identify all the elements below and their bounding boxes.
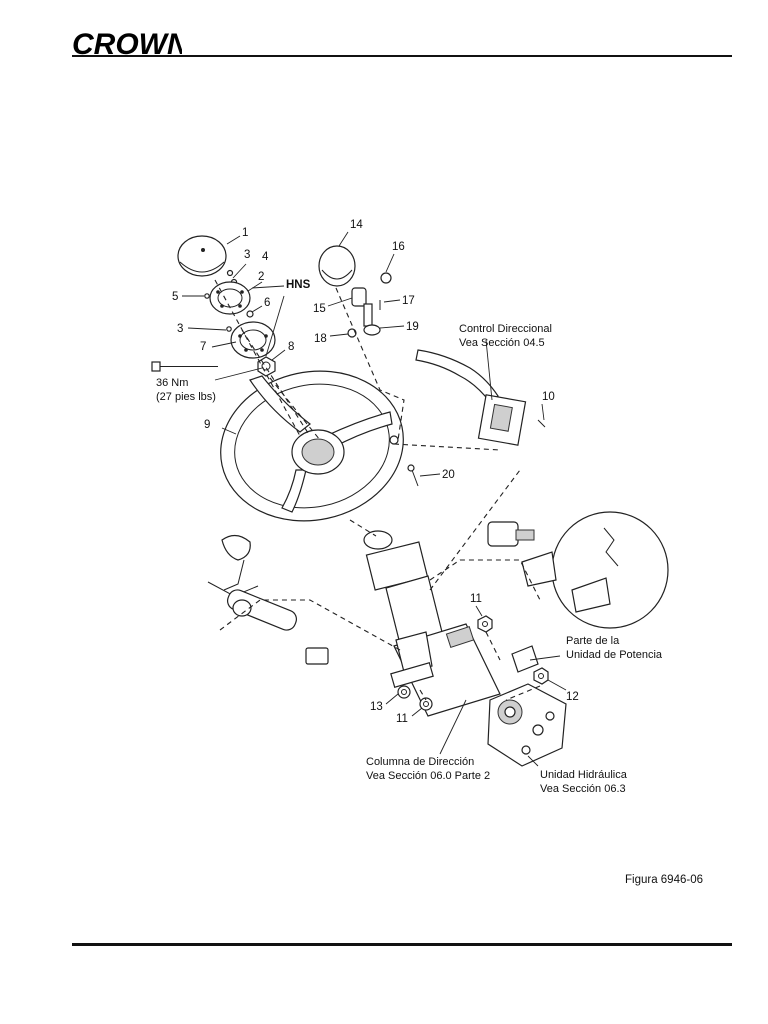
screw bbox=[204, 293, 210, 299]
spinner-knob bbox=[318, 245, 392, 338]
fastener-11-top bbox=[477, 615, 493, 633]
callout-10: 10 bbox=[542, 391, 555, 403]
bolt bbox=[151, 361, 218, 372]
hydraulic-label: Unidad Hidráulica bbox=[540, 769, 628, 781]
callout-3: 3 bbox=[244, 249, 250, 261]
hub-plate bbox=[209, 281, 251, 315]
callout-8: 8 bbox=[288, 341, 294, 353]
fastener-13 bbox=[397, 685, 411, 699]
callout-2: 2 bbox=[258, 271, 264, 283]
callout-17: 17 bbox=[402, 295, 415, 307]
screw bbox=[226, 269, 234, 277]
figure-caption: Figura 6946-06 bbox=[625, 874, 703, 886]
header-rule bbox=[72, 55, 732, 57]
callout-6: 6 bbox=[264, 297, 270, 309]
callout-9: 9 bbox=[204, 419, 210, 431]
callout-5: 5 bbox=[172, 291, 178, 303]
callout-1: 1 bbox=[242, 227, 248, 239]
control-ref: Vea Sección 04.5 bbox=[459, 337, 545, 349]
torque-nm: 36 Nm bbox=[156, 377, 188, 389]
footer-rule bbox=[72, 943, 732, 946]
hydraulic-unit bbox=[487, 683, 567, 767]
contact-plate bbox=[230, 321, 276, 359]
bracket bbox=[511, 645, 539, 673]
callout-19: 19 bbox=[406, 321, 419, 333]
nut-12 bbox=[533, 667, 549, 685]
wiring-harness bbox=[207, 534, 329, 665]
callout-hns: HNS bbox=[286, 279, 311, 291]
routing-lines bbox=[214, 279, 541, 701]
callout-12: 12 bbox=[566, 691, 579, 703]
crown-logo: CROWN bbox=[72, 28, 182, 60]
column-label: Columna de Dirección bbox=[366, 756, 474, 768]
callout-11-bottom: 11 bbox=[396, 713, 408, 725]
horn-cap bbox=[177, 235, 227, 277]
hydraulic-ref: Vea Sección 06.3 bbox=[540, 783, 626, 795]
power-ref: Unidad de Potencia bbox=[566, 649, 663, 661]
control-label: Control Direccional bbox=[459, 323, 552, 335]
callout-14: 14 bbox=[350, 219, 363, 231]
torque-lbs: (27 pies lbs) bbox=[156, 391, 216, 403]
screw bbox=[226, 326, 232, 332]
steering-column bbox=[363, 530, 501, 717]
callout-18: 18 bbox=[314, 333, 327, 345]
callout-20: 20 bbox=[442, 469, 455, 481]
callout-11-top: 11 bbox=[470, 593, 482, 605]
fastener-11-bottom bbox=[419, 697, 433, 711]
spring-contact bbox=[246, 310, 254, 318]
logo-text: CROWN bbox=[72, 28, 182, 60]
callout-4: 4 bbox=[262, 251, 269, 263]
directional-control bbox=[415, 349, 546, 446]
callout-15: 15 bbox=[313, 303, 326, 315]
leader-lines bbox=[182, 231, 567, 767]
switch-inset bbox=[487, 511, 669, 629]
power-label: Parte de la bbox=[566, 635, 620, 647]
callout-13: 13 bbox=[370, 701, 383, 713]
callout-16: 16 bbox=[392, 241, 405, 253]
column-ref: Vea Sección 06.0 Parte 2 bbox=[366, 770, 490, 782]
callout-7: 7 bbox=[200, 341, 206, 353]
callout-3-lower: 3 bbox=[177, 323, 183, 335]
screw-20 bbox=[407, 464, 419, 487]
steering-wheel bbox=[220, 370, 404, 522]
